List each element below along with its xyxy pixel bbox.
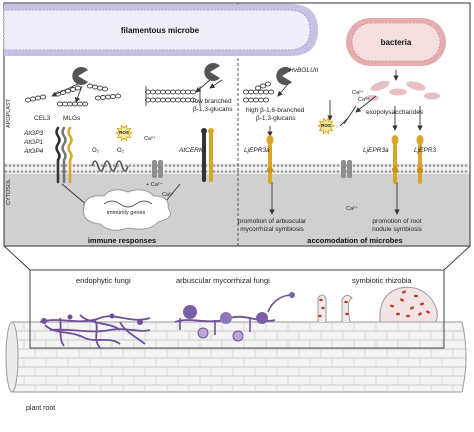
label-plant-root: plant root (26, 405, 55, 412)
ros-burst-right (317, 117, 335, 135)
label-atcerk1: AtCERK1 (178, 147, 207, 154)
coreceptor (209, 132, 213, 182)
nucleus-cloud (82, 189, 171, 231)
atcerk1-receptor (202, 132, 206, 182)
label-cytosol: CYTOSOL (6, 179, 12, 205)
atgp-receptor-coil (67, 126, 73, 184)
label-apoplast: APOPLAST (6, 98, 12, 128)
enzyme-icon (72, 67, 88, 85)
label-ca-left-top: Ca²⁺ (144, 135, 156, 142)
atgp-receptor-coil (61, 126, 67, 184)
label-low-branched-2: β-1,3-glucans (193, 106, 233, 113)
label-ros-right: ROS (321, 123, 331, 128)
label-promo-am-1: promotion of arbuscular (238, 218, 307, 225)
calcium-channel (158, 160, 163, 178)
ros-burst-left (115, 124, 133, 142)
ljepr3-receptor-head (266, 135, 274, 145)
endophytic-fungi-spores (41, 313, 143, 325)
label-atgp3: AtGP3 (23, 130, 44, 137)
exopolysaccharide-blobs (365, 80, 440, 101)
glucan-chains-left (24, 81, 275, 107)
enzyme-icon (276, 67, 292, 85)
label-amf: arbuscular mycorrhizal fungi (176, 276, 270, 285)
label-cel3: CEL3 (34, 115, 51, 122)
ljepr3-receptor-stem (418, 144, 422, 184)
label-promo-rn-2: nodule symbiosis (372, 226, 423, 233)
label-promo-rn-1: promotion of root (372, 218, 421, 225)
label-ljepr3a-left: LjEPR3a (244, 147, 270, 154)
label-endophytic-fungi: endophytic fungi (76, 276, 131, 285)
label-o2-left: O₂ (92, 148, 100, 154)
label-ros-left: ROS (119, 130, 129, 135)
receptor-ljepr3 (266, 135, 424, 184)
receptors-atgp (55, 126, 214, 184)
label-ljepr3: LjEPR3 (414, 147, 436, 154)
channel-proteins (91, 160, 352, 178)
nadph-oxidase (91, 160, 129, 172)
filamentous-microbe (3, 4, 318, 56)
label-accomodation: accomodation of microbes (307, 236, 402, 245)
ljepr3-receptor-stem (393, 144, 397, 184)
label-ca-cytosol-mid: Ca²⁺ (346, 205, 358, 212)
ljepr3-receptor-head (391, 135, 399, 145)
label-immunity-genes: immunity genes (107, 210, 146, 216)
label-o2-right: O₂ (117, 148, 125, 154)
label-high-branched-2: β-1,3-glucans (256, 115, 296, 122)
label-ca-bact-1: Ca²⁺ (352, 89, 364, 96)
label-atgp4: AtGP4 (23, 148, 44, 155)
label-atgp1: AtGP1 (23, 139, 44, 146)
label-mlgs: MLGs (63, 115, 81, 122)
label-ca-left-low: + Ca²⁺ (146, 181, 163, 188)
label-exopolysaccharides: exopolysaccharides (366, 109, 424, 116)
label-ca-bact-2: Ca²⁺ (358, 96, 370, 103)
calcium-channel (341, 160, 346, 178)
arrows (51, 70, 423, 215)
enzyme-icon (204, 63, 220, 81)
label-promo-am-2: mycorrhizal symbiosis (240, 226, 304, 233)
zoom-connector (3, 245, 471, 349)
calcium-channel (347, 160, 352, 178)
pacman-enzyme-icons (72, 63, 292, 85)
amf-structures (174, 292, 295, 342)
label-ljepr3a-right: LjEPR3a (363, 147, 389, 154)
label-high-branched-1: high β-1,6-branched (246, 107, 305, 114)
calcium-channel (152, 160, 157, 178)
label-filamentous-microbe: filamentous microbe (121, 26, 200, 35)
label-immune-responses: immune responses (88, 236, 156, 245)
label-rhizobia: symbiotic rhizobia (352, 276, 412, 285)
label-ca-left-mid: Ca²⁺ (162, 191, 174, 198)
endophytic-fungi-hyphae (39, 314, 151, 349)
rhizobia-structures (317, 286, 438, 323)
atgp-receptor-coil (55, 126, 61, 184)
ljepr3-receptor-stem (268, 144, 272, 184)
label-low-branched-1: low branched (193, 98, 232, 105)
label-bacteria: bacteria (381, 38, 412, 47)
ljepr3-receptor-head (416, 135, 424, 145)
plant-root (5, 321, 467, 393)
bacteria-cell (346, 18, 446, 66)
label-hvbglu: HvBGLUII (289, 67, 318, 74)
